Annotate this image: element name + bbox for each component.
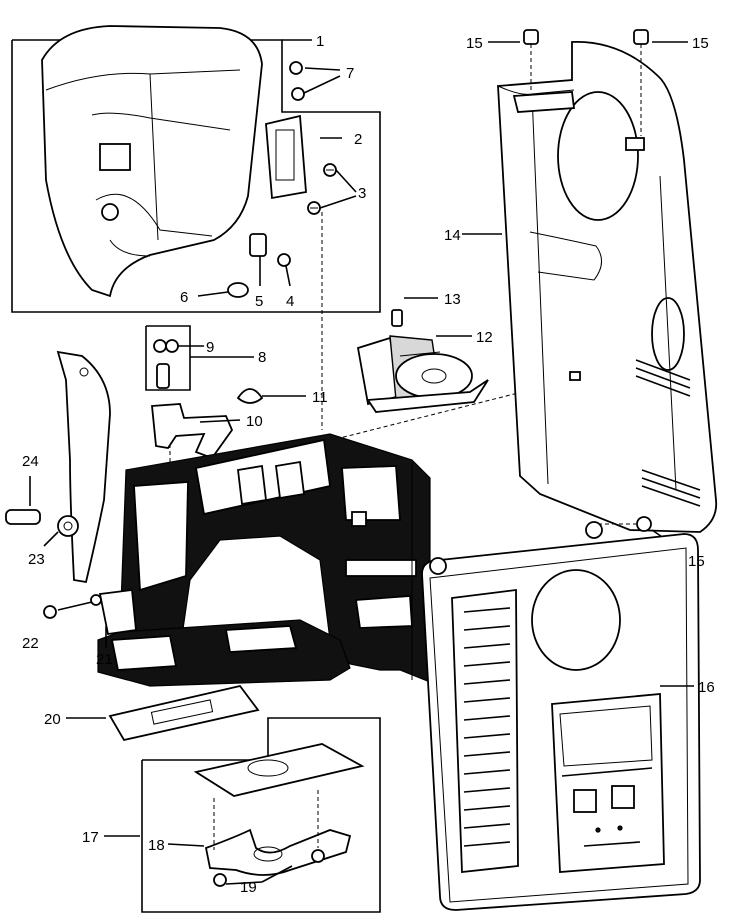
rear-cover: [462, 41, 718, 533]
spring-clip-9: [153, 339, 179, 353]
callout-8: 8: [258, 349, 266, 366]
callout-20: 20: [44, 711, 61, 728]
motor-assembly: [339, 297, 531, 439]
screw-15-top-right: [633, 29, 688, 136]
front-vent-slots: [463, 607, 511, 847]
callout-18: 18: [148, 837, 165, 854]
callout-10: 10: [246, 413, 263, 430]
presser-bracket-10: [151, 403, 234, 460]
callout-12: 12: [476, 329, 493, 346]
callout-21: 21: [96, 651, 113, 668]
cover-pad: [99, 143, 131, 171]
cover-tab: [625, 137, 645, 151]
callout-14: 14: [444, 227, 461, 244]
screw-15-top-left: [488, 29, 539, 90]
clip-part: [249, 233, 267, 257]
button-left: [573, 789, 597, 813]
callout-11: 11: [312, 389, 328, 406]
front-cover: [421, 521, 701, 911]
front-round-window: [531, 569, 621, 671]
callout-9: 9: [206, 339, 214, 356]
callout-16: 16: [698, 679, 715, 696]
screw-15-side-a: [598, 516, 652, 532]
callout-15-side: 15: [688, 553, 705, 570]
callout-labels: 1 2 3 4 5 6 7 8 9 10 11 12 13 14 15 15 1…: [22, 33, 715, 896]
screw-6: [227, 282, 249, 298]
screw-24: [5, 509, 41, 525]
screw-3a: [323, 163, 337, 177]
presser-parts-group: [145, 325, 306, 480]
callout-1: 1: [316, 33, 324, 50]
button-right: [611, 785, 635, 809]
callout-19: 19: [240, 879, 257, 896]
hinge-plate: [265, 114, 307, 200]
bracket-21: [90, 588, 137, 636]
callout-15-top-right: 15: [692, 35, 709, 52]
screw-4: [277, 253, 291, 267]
screw-22: [43, 601, 93, 619]
screw-19b: [311, 849, 325, 863]
needle-plate: [66, 684, 260, 742]
callout-15-top-left: 15: [466, 35, 483, 52]
callout-6: 6: [180, 289, 188, 306]
top-cover-group: [11, 25, 381, 430]
control-panel: [551, 693, 665, 873]
callout-24: 24: [22, 453, 39, 470]
callout-5: 5: [255, 293, 263, 310]
bed-plate-group: [104, 717, 381, 913]
screw-7b: [291, 87, 305, 101]
callout-4: 4: [286, 293, 294, 310]
callout-2: 2: [354, 131, 362, 148]
callout-17: 17: [82, 829, 99, 846]
callout-23: 23: [28, 551, 45, 568]
top-cover: [41, 25, 263, 298]
slide-plate: [193, 743, 365, 797]
screw-7a: [289, 61, 303, 75]
spring-11: [236, 388, 264, 404]
callout-3: 3: [358, 185, 366, 202]
machine-body: [97, 433, 431, 687]
callout-22: 22: [22, 635, 39, 652]
screw-19a: [213, 873, 227, 887]
left-side-plate: [5, 350, 111, 584]
screw-3b: [307, 201, 321, 215]
bracket-plate-18: [204, 828, 352, 876]
callout-13: 13: [444, 291, 461, 308]
screw-13: [391, 309, 403, 327]
front-vent-panel: [451, 588, 519, 873]
bushing: [156, 363, 170, 389]
callout-7: 7: [346, 65, 354, 82]
vent-slots: [635, 359, 701, 507]
